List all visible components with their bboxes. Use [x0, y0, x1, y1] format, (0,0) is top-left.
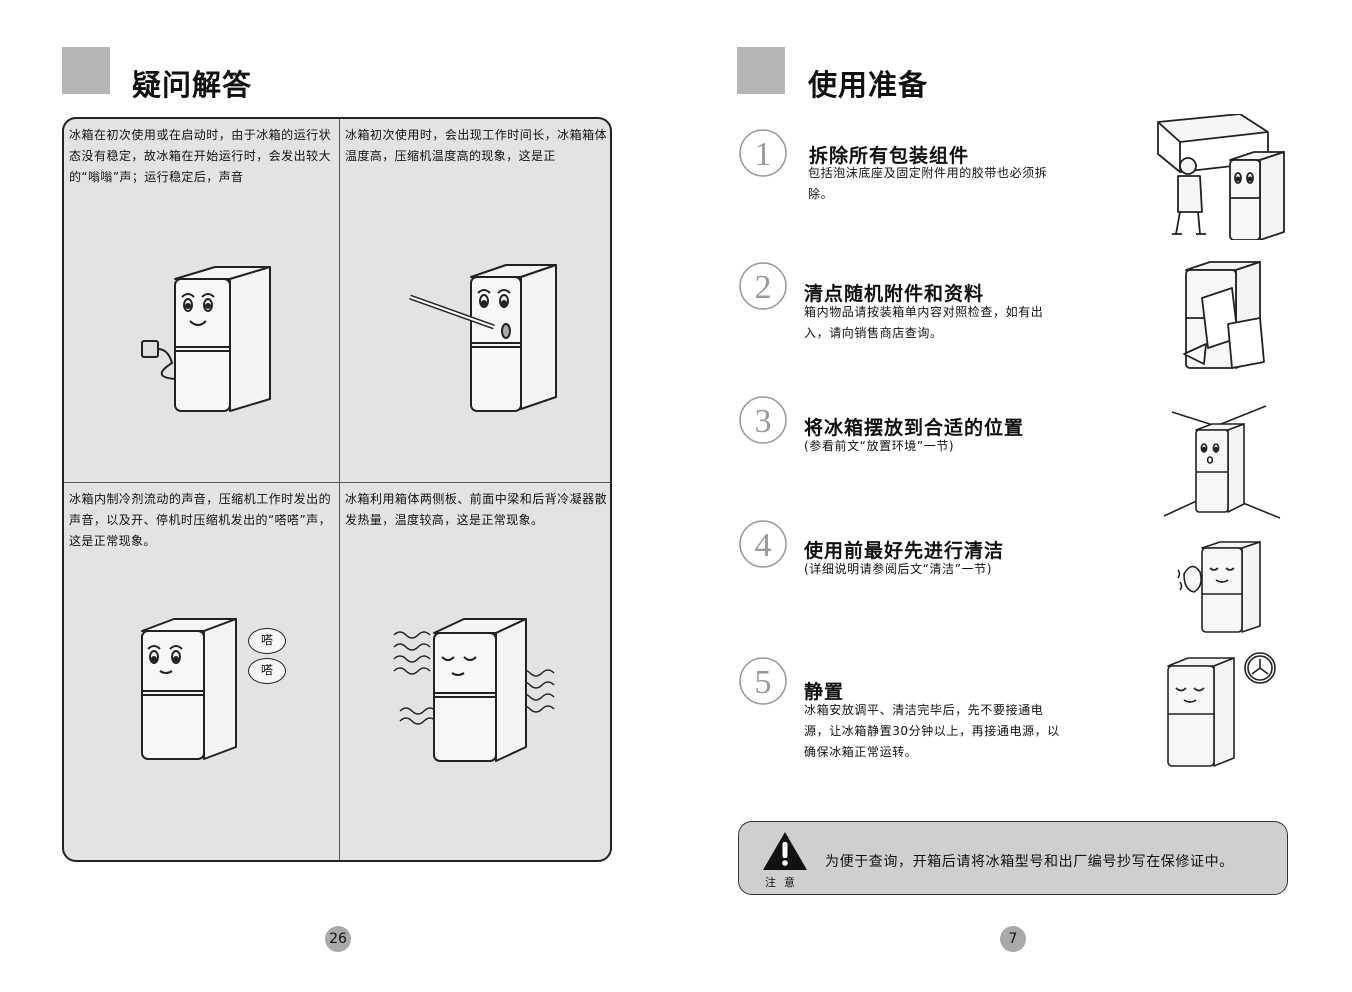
step-number-circle: 3: [738, 395, 788, 445]
step-description: (参看前文“放置环境”一节): [804, 439, 955, 453]
step-description: 冰箱安放调平、清洁完毕后，先不要接通电源，让冰箱静置30分钟以上，再接通电源，以…: [804, 703, 1060, 759]
qa-text: 冰箱初次使用时，会出现工作时间长，冰箱箱体温度高，压缩机温度高的现象，这是正: [345, 128, 607, 163]
qa-text: 冰箱在初次使用或在启动时，由于冰箱的运行状态没有稳定，故冰箱在开始运行时，会发出…: [69, 128, 331, 184]
divider: [339, 119, 340, 860]
page-number: 7: [1000, 926, 1026, 952]
step-title: 静置: [804, 681, 845, 703]
qa-cell-heat: 冰箱利用箱体两侧板、前面中梁和后背冷凝器散发热量，温度较高，这是正常现象。: [340, 483, 610, 860]
step-number: 3: [755, 403, 772, 440]
step-title: 使用前最好先进行清洁: [804, 540, 1005, 562]
notice-box: 注意 为便于查询，开箱后请将冰箱型号和出厂编号抄写在保修证中。: [738, 821, 1288, 895]
fridge-thermometer-illustration: [409, 264, 557, 412]
manual-illustration: [1183, 261, 1265, 369]
qa-text: 冰箱利用箱体两侧板、前面中梁和后背冷凝器散发热量，温度较高，这是正常现象。: [345, 492, 607, 527]
divider: [64, 482, 610, 483]
qa-text: 冰箱内制冷剂流动的声音，压缩机工作时发出的声音，以及开、停机时压缩机发出的“嗒嗒…: [69, 492, 331, 548]
step-description: (详细说明请参阅后文“清洁”一节): [804, 562, 992, 576]
step-number-circle: 5: [738, 656, 788, 706]
step-number: 2: [755, 269, 772, 306]
page-title: 疑问解答: [132, 68, 253, 102]
qa-cell-temperature: 冰箱初次使用时，会出现工作时间长，冰箱箱体温度高，压缩机温度高的现象，这是正: [340, 119, 610, 482]
right-page: 使用准备 1 拆除所有包装组件 包括泡沫底座及固定附件用的胶带也必须拆除。 2 …: [676, 0, 1352, 992]
step-number-circle: 2: [738, 261, 788, 311]
notice-text: 为便于查询，开箱后请将冰箱型号和出厂编号抄写在保修证中。: [825, 854, 1234, 870]
qa-panel: 冰箱在初次使用或在启动时，由于冰箱的运行状态没有稳定，故冰箱在开始运行时，会发出…: [62, 117, 612, 862]
fridge-clicking-illustration: [141, 618, 237, 760]
step-title: 拆除所有包装组件: [809, 145, 970, 167]
step-number-circle: 1: [738, 128, 788, 178]
resting-illustration: [1167, 652, 1276, 767]
step-number: 5: [755, 664, 772, 701]
fridge-heat-illustration: [393, 618, 555, 762]
step-description: 包括泡沫底座及固定附件用的胶带也必须拆除。: [808, 166, 1048, 201]
fridge-plug-illustration: [141, 266, 271, 412]
step-title: 将冰箱摆放到合适的位置: [804, 417, 1025, 439]
step-number-circle: 4: [738, 519, 788, 569]
page-title: 使用准备: [808, 68, 929, 102]
title-marker: [737, 47, 785, 94]
qa-cell-humming: 冰箱在初次使用或在启动时，由于冰箱的运行状态没有稳定，故冰箱在开始运行时，会发出…: [64, 119, 339, 482]
speech-bubble: 嗒: [248, 658, 286, 684]
step-title: 清点随机附件和资料: [804, 283, 985, 305]
notice-label: 注意: [765, 876, 803, 889]
placement-illustration: [1163, 405, 1281, 519]
unpacking-illustration: [1157, 114, 1285, 240]
left-page: 疑问解答 冰箱在初次使用或在启动时，由于冰箱的运行状态没有稳定，故冰箱在开始运行…: [62, 47, 612, 952]
step-number: 4: [755, 527, 772, 564]
speech-bubble: 嗒: [248, 628, 286, 654]
qa-cell-clicking: 冰箱内制冷剂流动的声音，压缩机工作时发出的声音，以及开、停机时压缩机发出的“嗒嗒…: [64, 483, 339, 860]
title-marker: [62, 47, 110, 94]
page-number: 26: [325, 926, 351, 952]
cleaning-illustration: [1177, 541, 1261, 633]
step-number: 1: [755, 136, 772, 173]
step-description: 箱内物品请按装箱单内容对照检查，如有出入，请向销售商店查询。: [804, 305, 1044, 340]
warning-icon: [763, 832, 807, 870]
